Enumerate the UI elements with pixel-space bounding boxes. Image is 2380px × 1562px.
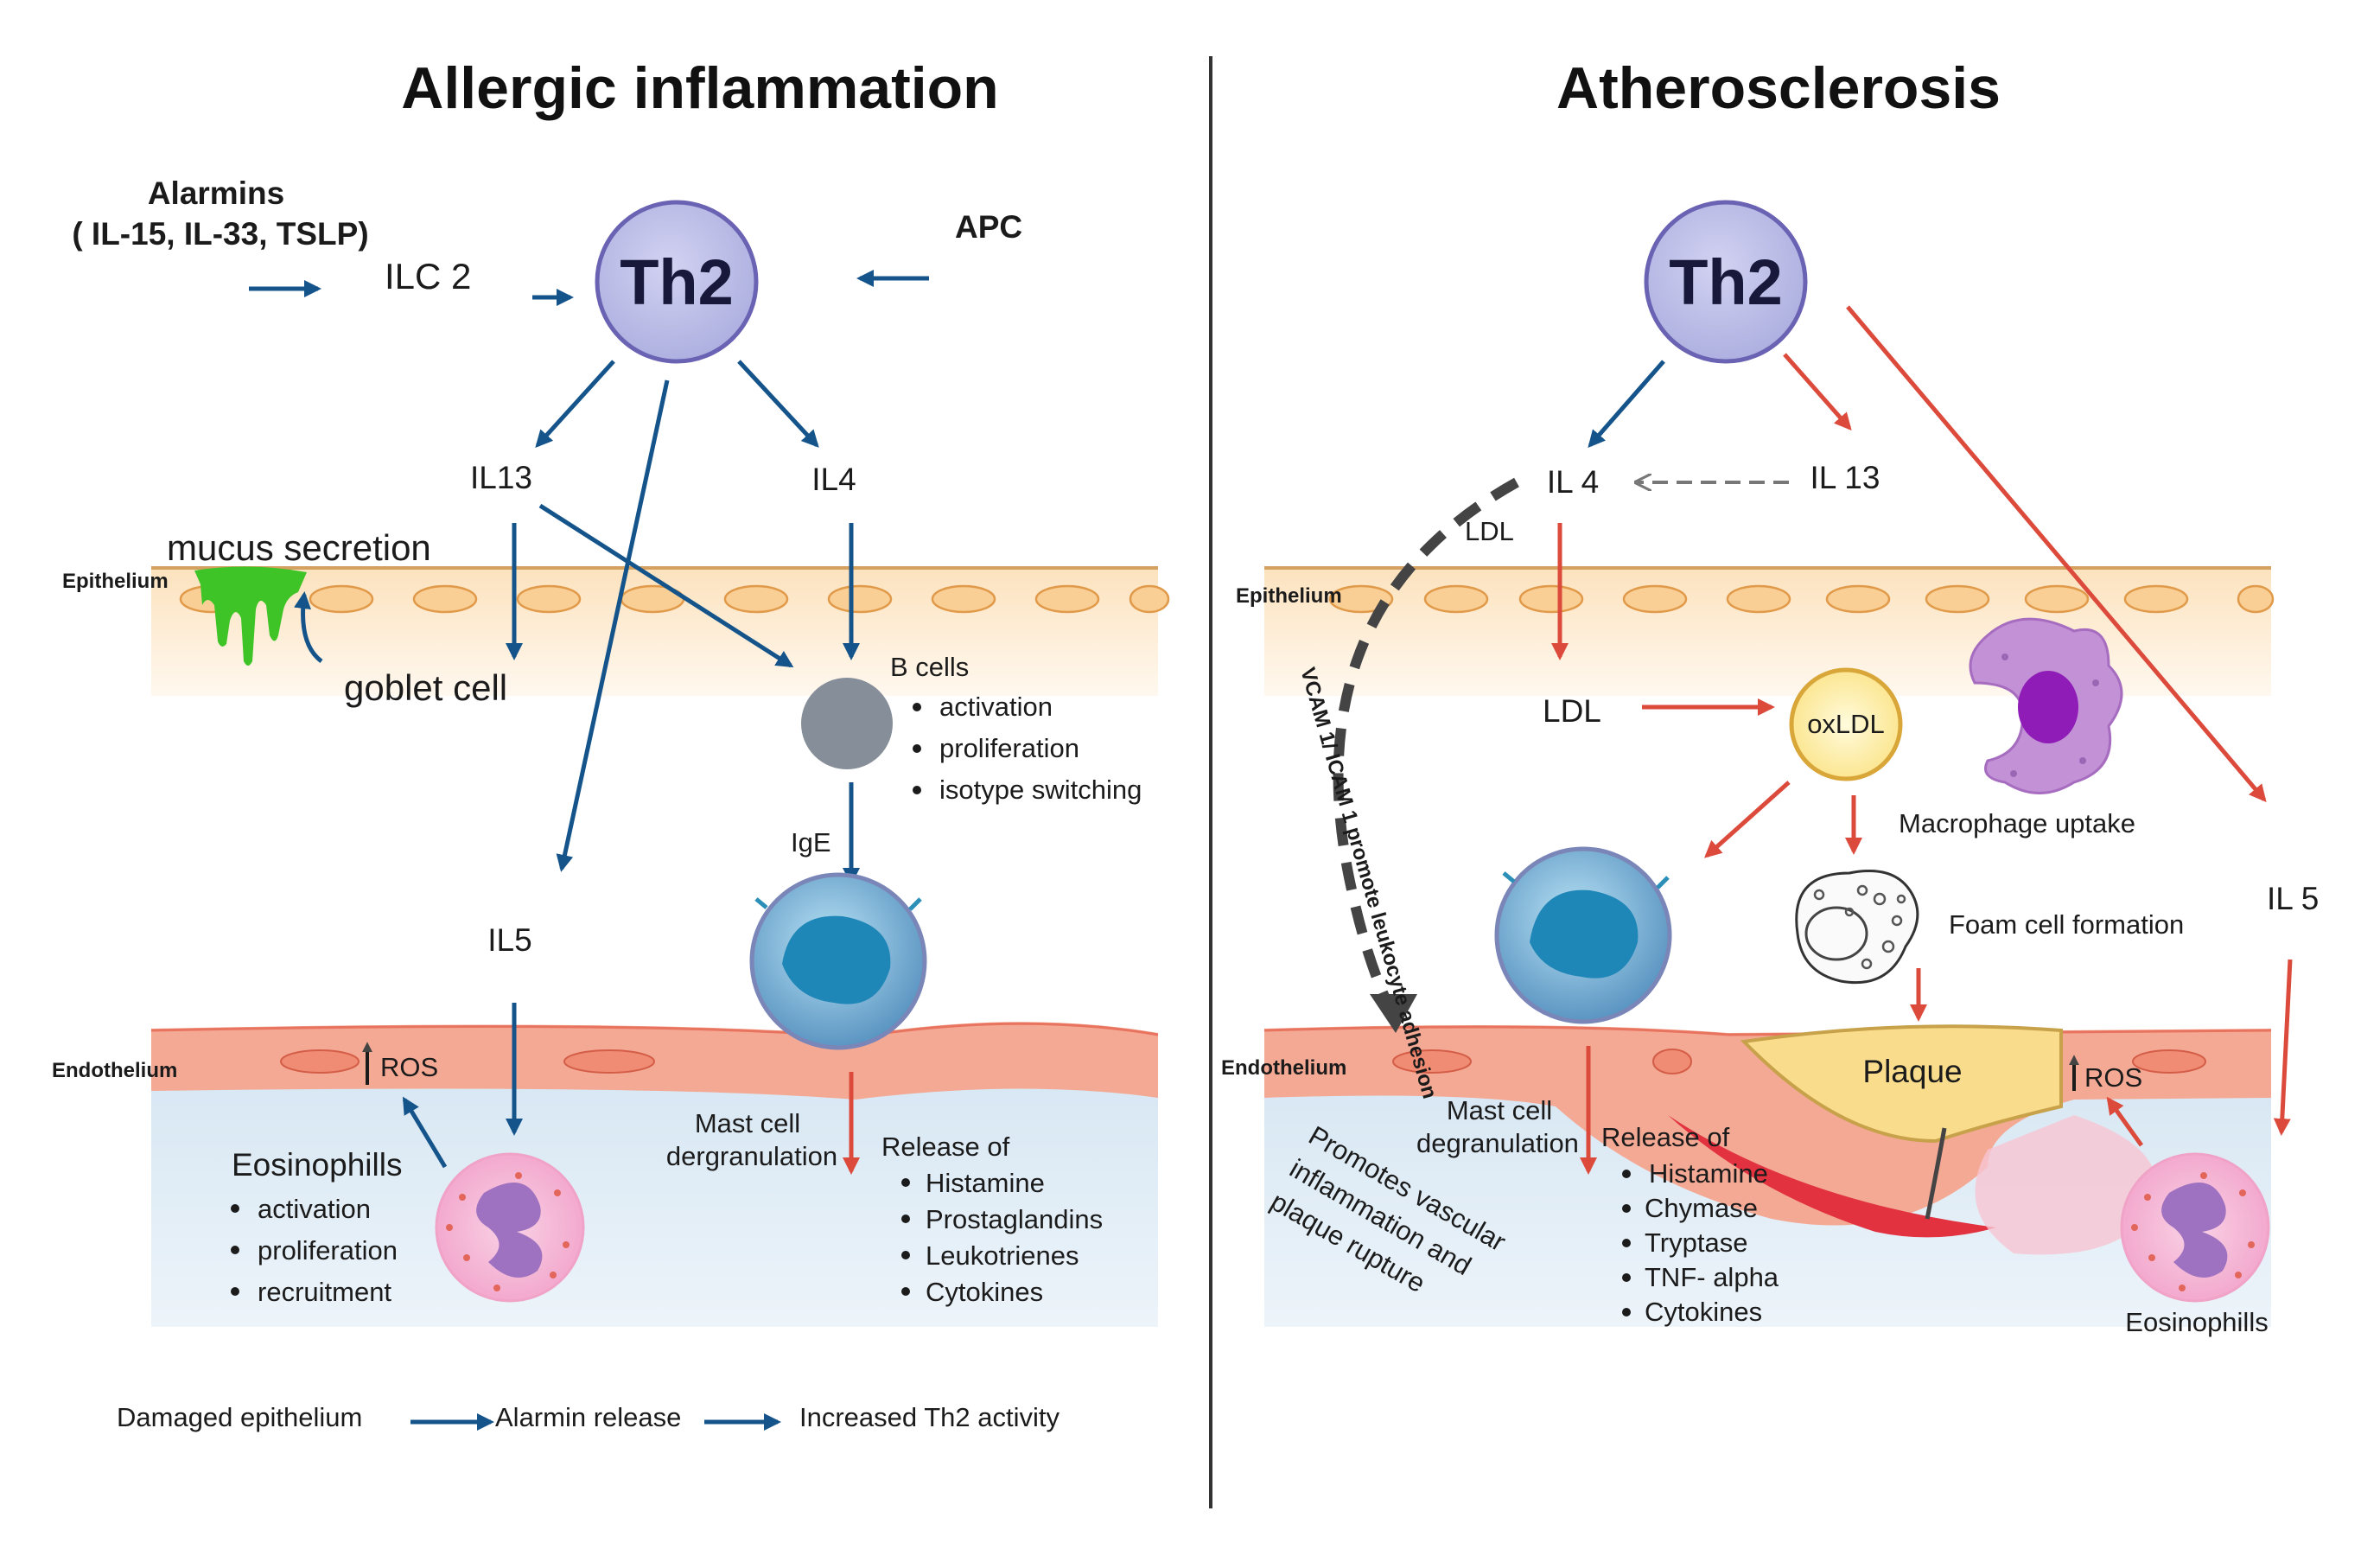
ige-label: IgE <box>791 827 831 858</box>
right-epithelium-label: Epithelium <box>1236 584 1342 608</box>
eos-to-ros-arrow <box>402 1096 448 1169</box>
right-release-item: TNF- alpha <box>1645 1262 1779 1292</box>
b-item-isotype: isotype switching <box>939 775 1142 805</box>
th2-to-il5-arrow <box>556 379 670 872</box>
left-endothelial-cells <box>280 1049 655 1074</box>
right-release-item: Tryptase <box>1645 1227 1747 1258</box>
plaque-icon <box>1740 1024 2063 1144</box>
right-epithelial-cells <box>1328 584 2275 614</box>
foam-cell-icon <box>1795 870 1919 985</box>
vcam-arrowhead <box>1370 994 1417 1033</box>
left-eos-item: proliferation <box>258 1235 398 1266</box>
left-th2-label: Th2 <box>620 246 734 318</box>
goblet-to-mucus-arrow <box>294 591 323 664</box>
right-il4-label: IL 4 <box>1547 464 1599 500</box>
mast-cell-icon <box>749 872 927 1050</box>
left-ros-label: ROS <box>380 1052 438 1082</box>
th2-cell-icon <box>595 200 759 364</box>
b-cells-list: activation proliferation isotype switchi… <box>913 692 1142 805</box>
macrophage-label: Macrophage uptake <box>1899 808 2135 838</box>
oxldl-label: oxLDL <box>1807 709 1885 739</box>
right-il13-label: IL 13 <box>1810 460 1880 495</box>
plaque-rupture-bleed <box>1668 1115 1996 1238</box>
flow-alarmin-release: Alarmin release <box>495 1402 681 1432</box>
left-mast-label-1: Mast cell <box>695 1108 800 1138</box>
right-th2-label: Th2 <box>1669 246 1783 318</box>
th2-to-il13-arrow-right <box>1783 353 1852 430</box>
right-title: Atherosclerosis <box>1556 55 2001 121</box>
b-cells-label: B cells <box>890 652 969 682</box>
right-release-item: Chymase <box>1645 1193 1758 1223</box>
th2-to-il4-arrow <box>737 360 819 448</box>
left-release-list: Histamine Prostaglandins Leukotrienes Cy… <box>901 1168 1103 1307</box>
b-cell-icon <box>801 678 893 769</box>
plaque-crack <box>1925 1127 1947 1220</box>
alarmins-list-label: ( IL-15, IL-33, TSLP) <box>72 216 368 252</box>
left-mast-label-2: dergranulation <box>666 1141 837 1171</box>
flow-increased-th2: Increased Th2 activity <box>799 1402 1060 1432</box>
il5-to-eos-arrow-right <box>2273 959 2293 1136</box>
right-release-title: Release of <box>1601 1122 1730 1152</box>
oxldl-to-mast-arrow <box>1704 781 1791 858</box>
left-eos-item: activation <box>258 1194 371 1224</box>
macrophage-icon <box>1969 617 2123 794</box>
left-lumen <box>151 1076 1158 1327</box>
th2-cell-icon <box>1644 200 1808 364</box>
right-release-item: Histamine <box>1649 1158 1768 1189</box>
il5-label: IL5 <box>487 922 531 958</box>
plaque-label: Plaque <box>1862 1054 1962 1089</box>
left-title: Allergic inflammation <box>401 55 998 121</box>
plaque-inflammation-haze <box>1975 1115 2157 1255</box>
left-release-item: Leukotrienes <box>926 1240 1079 1271</box>
oxldl-icon <box>1789 667 1903 781</box>
apc-label: APC <box>955 209 1022 245</box>
right-endothelium-label: Endothelium <box>1221 1056 1346 1080</box>
b-item-proliferation: proliferation <box>939 733 1079 763</box>
eosinophil-icon <box>2120 1152 2270 1303</box>
left-eos-list: activation proliferation recruitment <box>231 1194 398 1307</box>
right-mast-label-1: Mast cell <box>1447 1095 1552 1125</box>
right-ros-label: ROS <box>2084 1062 2142 1093</box>
goblet-cell-label: goblet cell <box>344 667 507 708</box>
right-ldl-label: LDL <box>1543 693 1601 729</box>
vcam-dashed-arrow <box>1333 477 1519 1014</box>
right-il5-label: IL 5 <box>2267 881 2319 916</box>
eos-to-ros-arrow-right <box>2106 1096 2144 1147</box>
right-ldl-top-label: LDL <box>1465 516 1514 546</box>
il13-label: IL13 <box>470 460 532 495</box>
mast-cell-icon <box>1494 846 1672 1024</box>
mucus-icon <box>194 566 307 666</box>
il4-label: IL4 <box>811 462 856 497</box>
eosinophil-icon <box>435 1152 585 1303</box>
left-release-item: Prostaglandins <box>926 1204 1103 1234</box>
right-mast-label-2: degranulation <box>1416 1128 1579 1158</box>
il13-to-bcell-arrow <box>538 503 794 668</box>
right-eos-label: Eosinophills <box>2125 1307 2268 1337</box>
left-release-item: Cytokines <box>926 1277 1043 1307</box>
left-eos-item: recruitment <box>258 1277 391 1307</box>
left-endothelium-label: Endothelium <box>52 1059 177 1082</box>
alarmins-label: Alarmins <box>148 175 284 211</box>
left-eos-title: Eosinophills <box>232 1147 402 1183</box>
b-item-activation: activation <box>939 692 1053 722</box>
th2-to-il5-arrow-right <box>1846 305 2267 803</box>
right-endothelial-cells <box>1392 1049 2206 1074</box>
th2-to-il4-arrow-right <box>1588 360 1665 449</box>
flow-damaged-epithelium: Damaged epithelium <box>117 1402 362 1432</box>
right-release-item: Cytokines <box>1645 1297 1762 1327</box>
mucus-secretion-label: mucus secretion <box>167 527 431 568</box>
ilc2-label: ILC 2 <box>385 256 471 296</box>
foam-cell-label: Foam cell formation <box>1949 909 2184 940</box>
th2-to-il13-arrow <box>535 360 615 448</box>
left-epithelium-label: Epithelium <box>62 570 169 593</box>
right-release-list: Histamine Chymase Tryptase TNF- alpha Cy… <box>1622 1158 1779 1327</box>
left-release-item: Histamine <box>926 1168 1045 1198</box>
left-release-title: Release of <box>881 1132 1010 1162</box>
